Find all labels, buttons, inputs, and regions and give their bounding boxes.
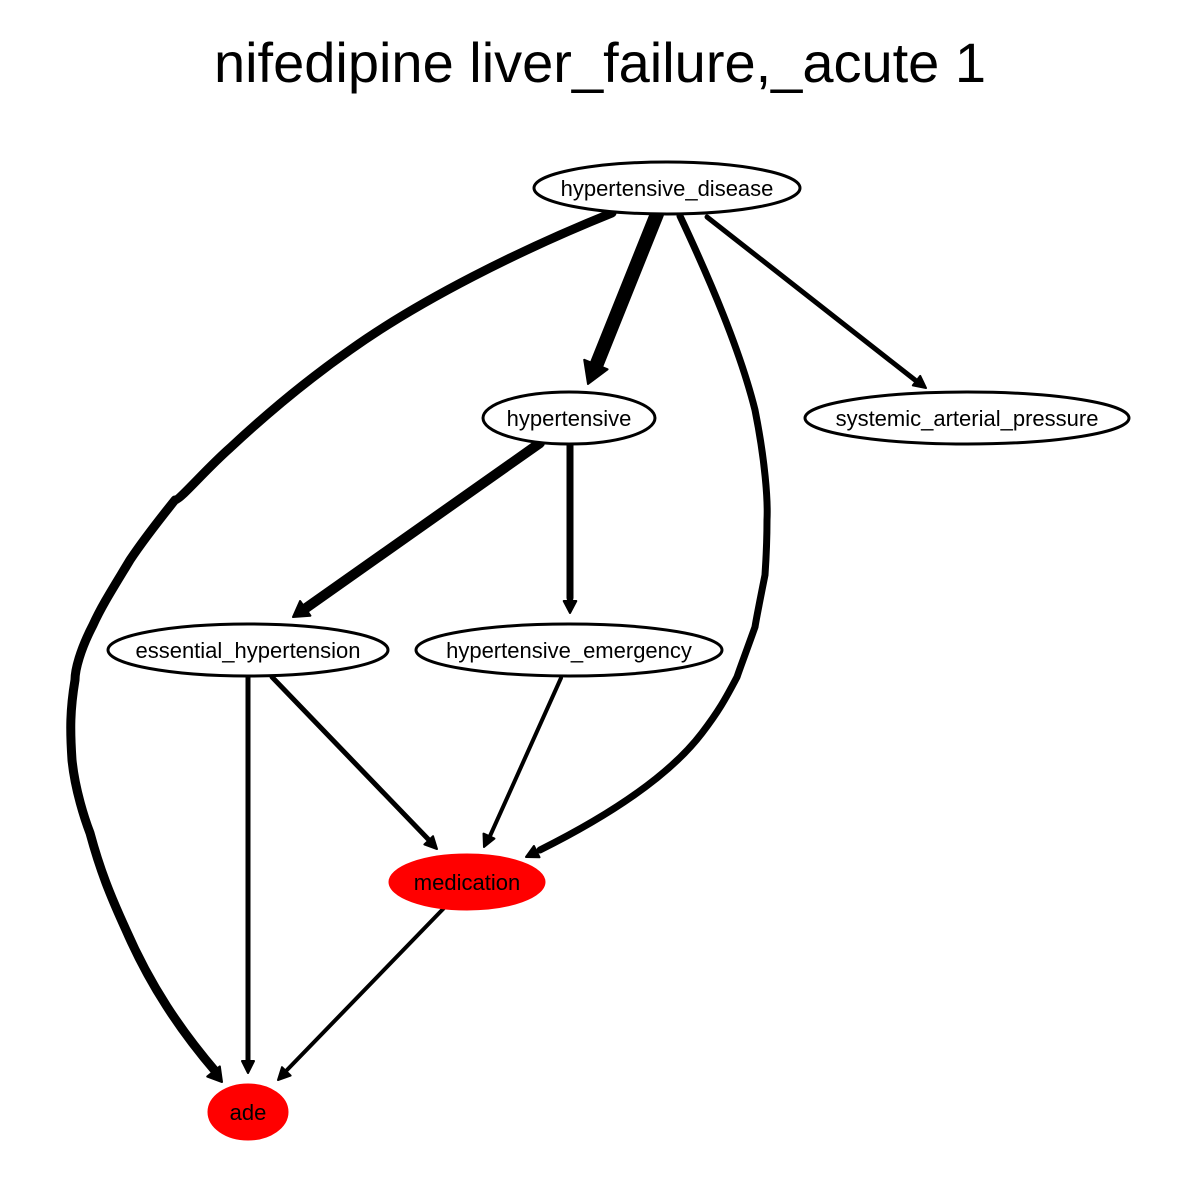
arrowhead bbox=[423, 835, 438, 850]
node-ade: ade bbox=[207, 1083, 289, 1141]
edge-line bbox=[536, 212, 771, 854]
edge-line bbox=[704, 214, 918, 383]
arrowhead bbox=[525, 844, 541, 859]
edge-hypertensive-to-essential-hypertension bbox=[292, 438, 545, 618]
edge-essential-hypertension-to-medication bbox=[269, 674, 438, 850]
node-label: hypertensive_emergency bbox=[446, 638, 692, 663]
arrowhead bbox=[911, 374, 927, 389]
arrowhead bbox=[292, 600, 312, 618]
edge-essential-hypertension-to-ade bbox=[241, 674, 255, 1074]
node-label: ade bbox=[230, 1100, 267, 1125]
edge-medication-to-ade bbox=[277, 905, 447, 1081]
arrowhead bbox=[206, 1065, 223, 1083]
node-ellipse bbox=[207, 1083, 289, 1141]
arrowhead bbox=[241, 1060, 255, 1074]
node-hypertensive: hypertensive bbox=[481, 390, 657, 446]
edge-hypertensive-to-hypertensive-emergency bbox=[562, 441, 578, 614]
edge-hypertensive-disease-to-systemic-arterial-pressure bbox=[704, 214, 927, 389]
node-systemic-arterial-pressure: systemic_arterial_pressure bbox=[803, 390, 1131, 446]
node-hypertensive-emergency: hypertensive_emergency bbox=[414, 622, 724, 678]
arrowhead bbox=[277, 1066, 292, 1081]
node-label: hypertensive_disease bbox=[561, 176, 774, 201]
edges-layer bbox=[66, 207, 927, 1083]
node-ellipse bbox=[481, 390, 657, 446]
node-ellipse bbox=[388, 853, 546, 911]
edge-hypertensive-emergency-to-medication bbox=[482, 676, 563, 848]
edge-line bbox=[488, 676, 563, 838]
node-medication: medication bbox=[388, 853, 546, 911]
arrowhead bbox=[482, 832, 496, 848]
nodes-layer: hypertensive_disease hypertensive systemic… bbox=[106, 160, 1131, 1141]
node-essential-hypertension: essential_hypertension bbox=[106, 622, 390, 678]
node-ellipse bbox=[803, 390, 1131, 446]
arrowhead bbox=[562, 600, 578, 614]
edge-line bbox=[301, 438, 545, 613]
edge-line bbox=[269, 674, 431, 842]
node-ellipse bbox=[106, 622, 390, 678]
node-hypertensive-disease: hypertensive_disease bbox=[532, 160, 802, 216]
node-ellipse bbox=[414, 622, 724, 678]
edge-line bbox=[589, 207, 664, 373]
edge-hypertensive-disease-to-ade bbox=[66, 208, 617, 1083]
diagram-title: nifedipine liver_failure,_acute 1 bbox=[214, 31, 986, 94]
node-label: medication bbox=[414, 870, 520, 895]
edge-hypertensive-disease-to-hypertensive bbox=[583, 207, 664, 385]
node-label: systemic_arterial_pressure bbox=[836, 406, 1099, 431]
edge-hypertensive-disease-to-medication bbox=[525, 212, 771, 859]
arrowhead bbox=[583, 358, 609, 385]
node-ellipse bbox=[532, 160, 802, 216]
edge-line bbox=[285, 905, 447, 1072]
node-label: essential_hypertension bbox=[135, 638, 360, 663]
node-label: hypertensive bbox=[507, 406, 632, 431]
edge-line bbox=[66, 208, 617, 1077]
